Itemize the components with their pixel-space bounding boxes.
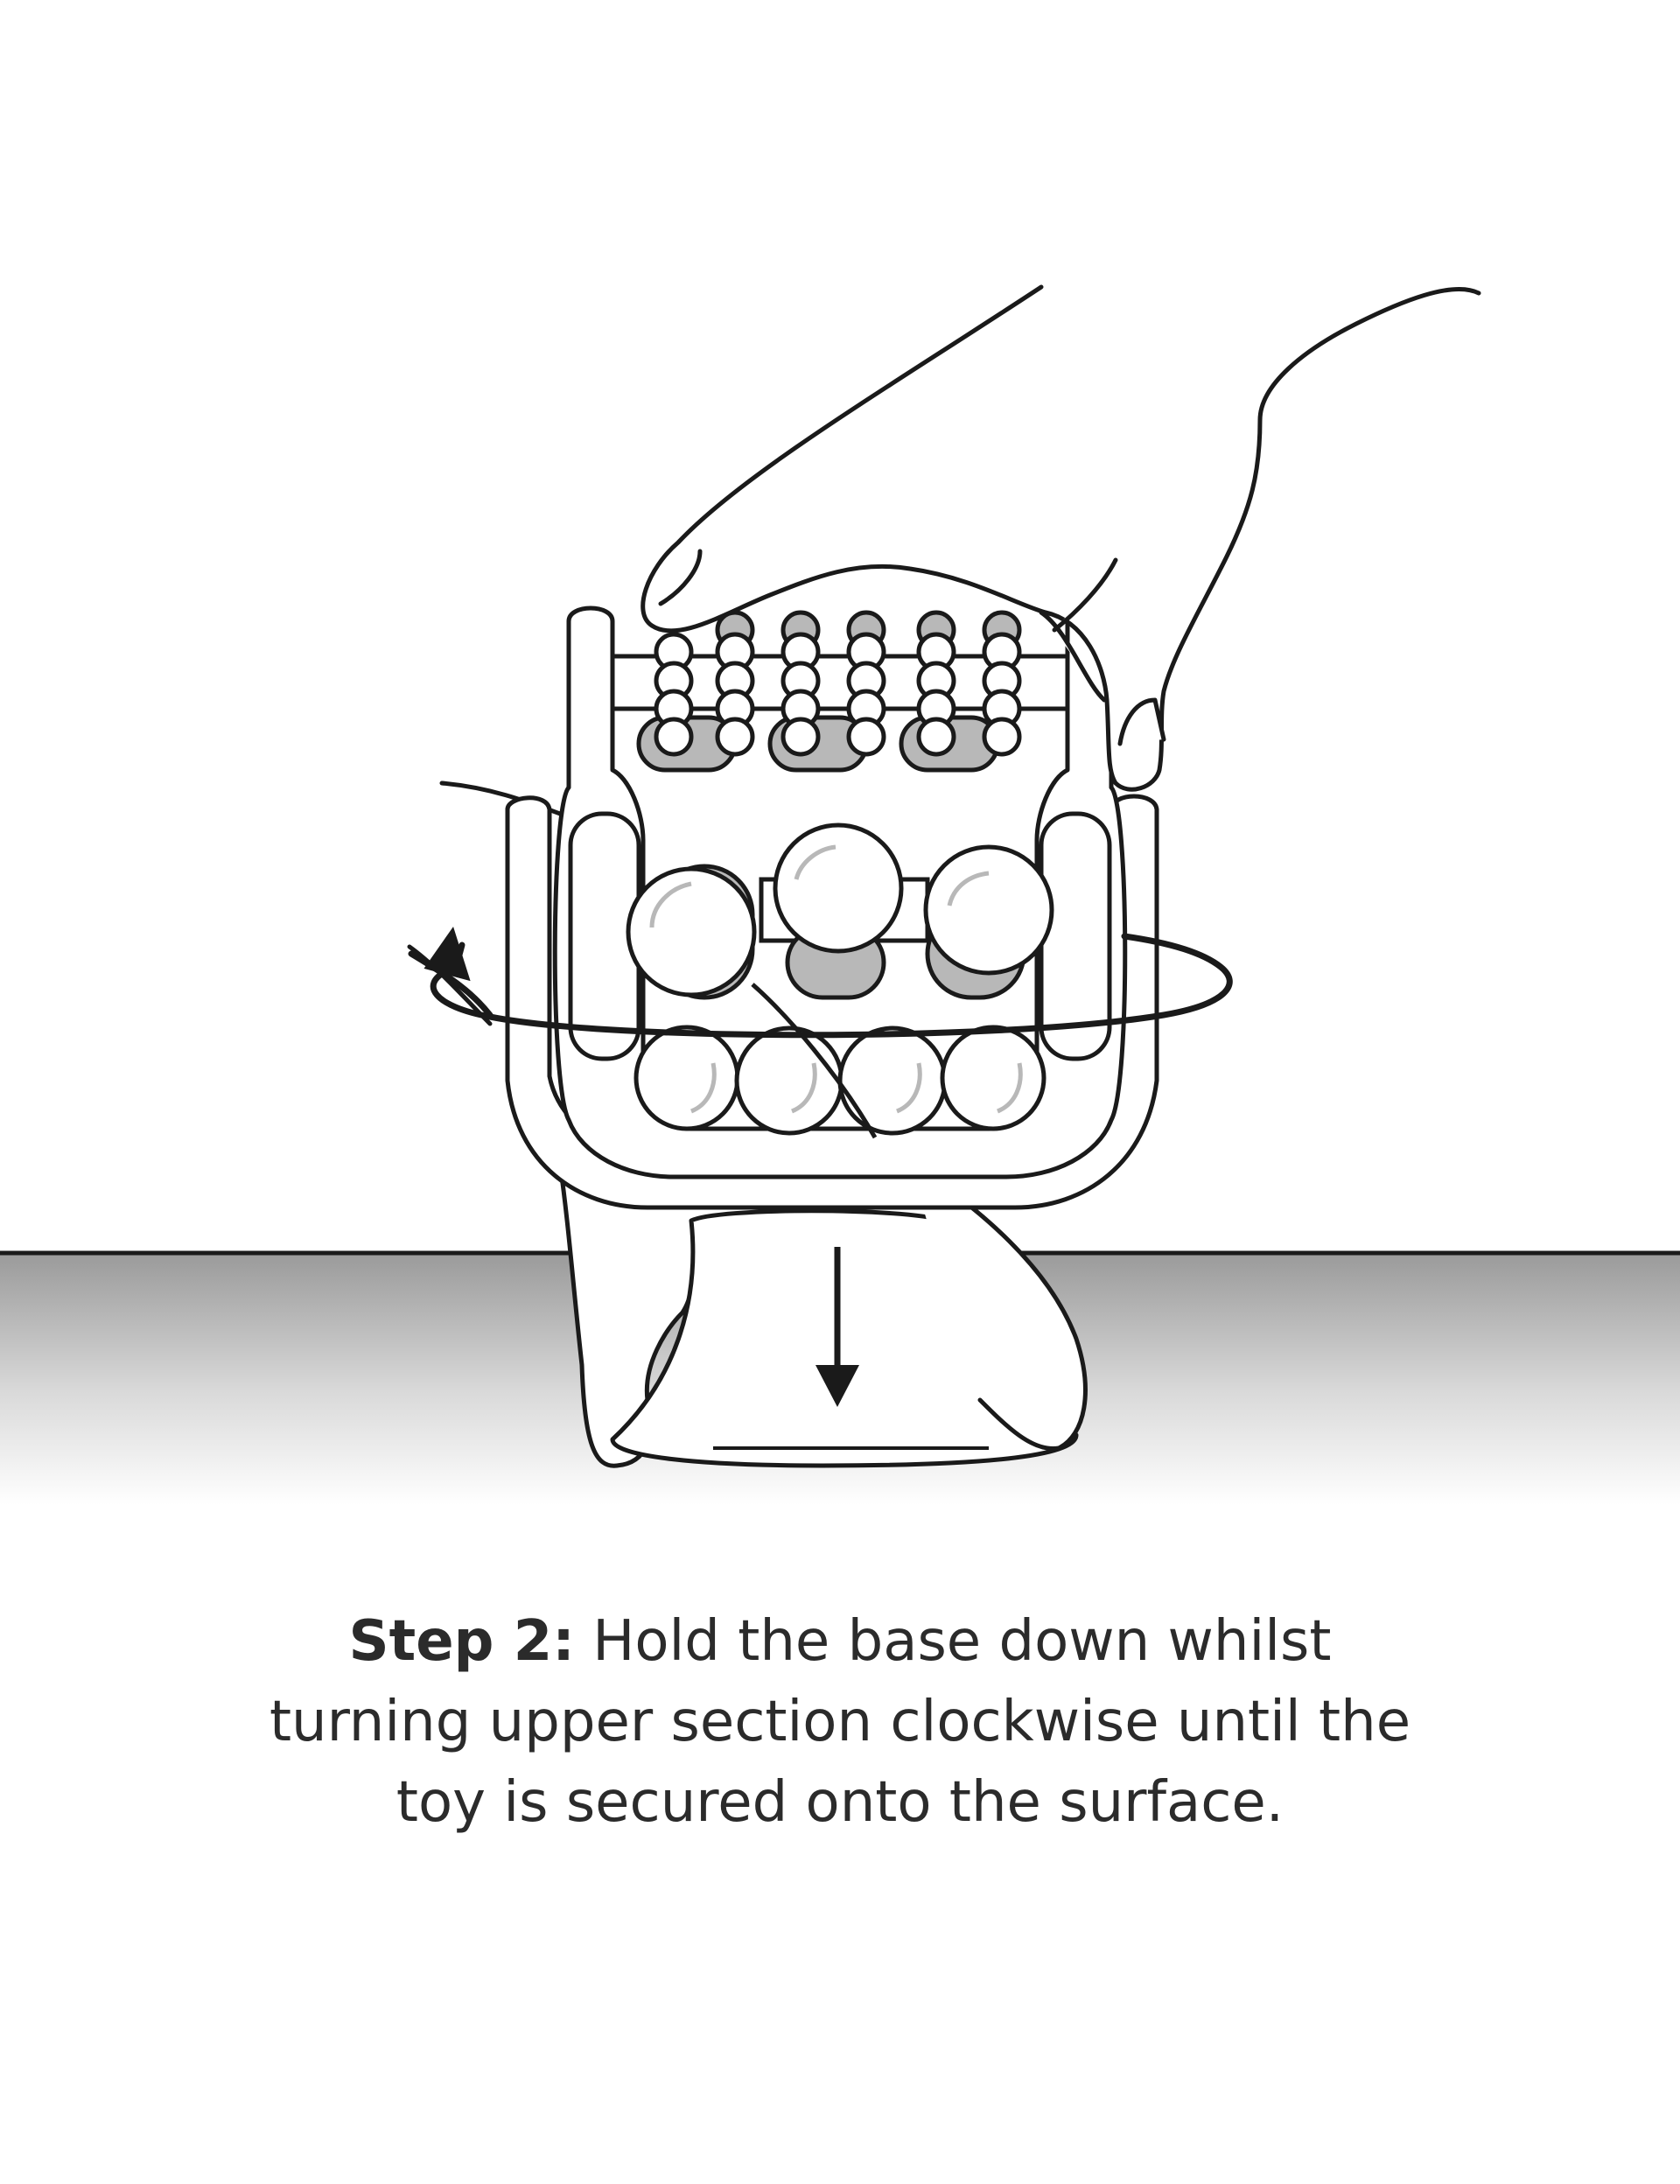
- right-hand-icon: [640, 284, 1481, 792]
- caption-line-3: toy is secured onto the surface.: [396, 1770, 1284, 1835]
- instruction-illustration: [0, 284, 1680, 1505]
- step-label: Step 2:: [348, 1609, 575, 1674]
- right-hand-thumb-icon: [907, 1161, 1088, 1452]
- caption-text-1: Hold the base down whilst: [592, 1609, 1332, 1674]
- top-roller-bar: [610, 610, 1070, 773]
- caption-line-1: Step 2: Hold the base down whilst: [140, 1601, 1540, 1682]
- caption-line-2: turning upper section clockwise until th…: [269, 1690, 1411, 1754]
- illustration-svg: [0, 284, 1680, 1505]
- bottom-roller-balls: [634, 983, 1046, 1139]
- down-arrow-icon: [816, 1247, 859, 1407]
- instruction-caption: Step 2: Hold the base down whilst turnin…: [140, 1601, 1540, 1843]
- middle-roller-balls: [626, 822, 1054, 1000]
- rotate-clockwise-arrow-icon: [408, 926, 1233, 1039]
